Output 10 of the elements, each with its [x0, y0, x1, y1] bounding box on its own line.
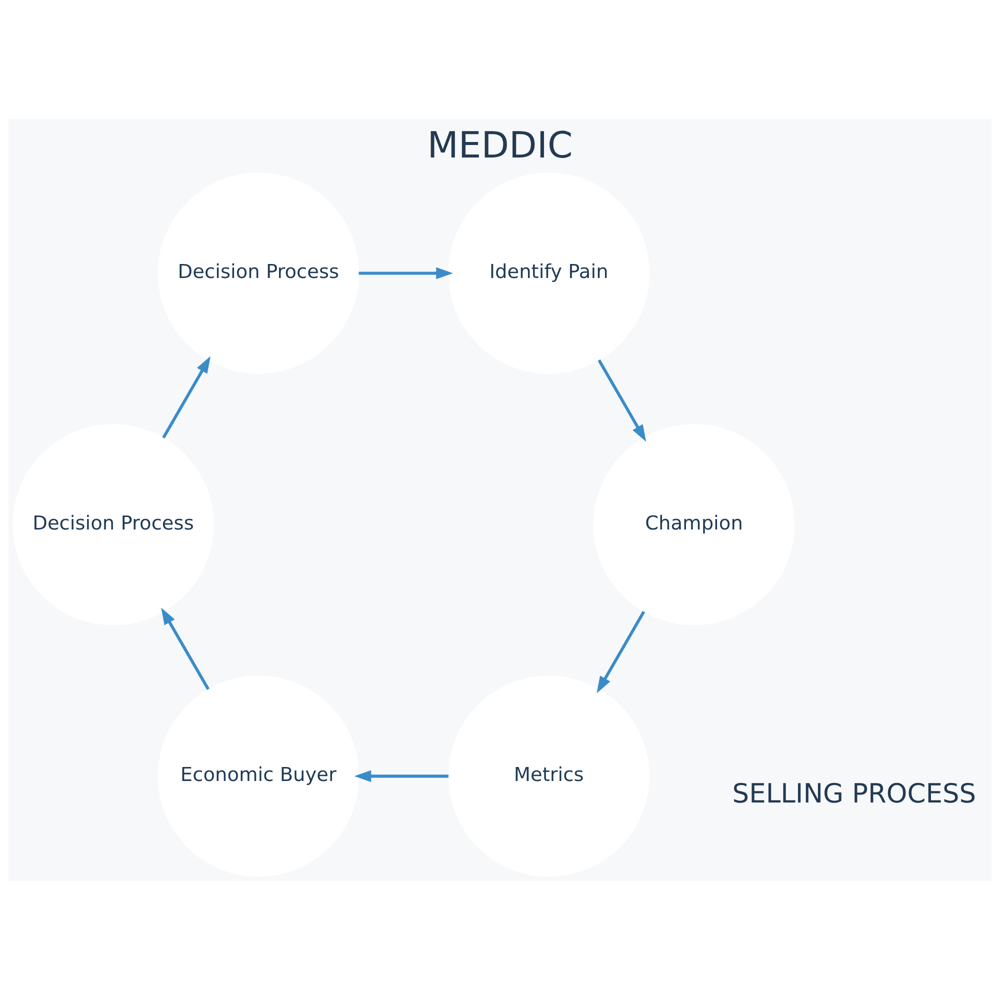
arrow	[358, 267, 454, 280]
arrow	[162, 356, 211, 439]
diagram-title: MEDDIC	[427, 124, 573, 167]
arrow	[161, 608, 210, 690]
arrow	[596, 610, 646, 694]
label: SELLING PROCESS	[732, 778, 976, 810]
arrow	[354, 770, 448, 782]
node-circle: Economic Buyer	[158, 676, 360, 877]
node-circle: Identify Pain	[448, 172, 650, 374]
arrow	[598, 359, 646, 442]
